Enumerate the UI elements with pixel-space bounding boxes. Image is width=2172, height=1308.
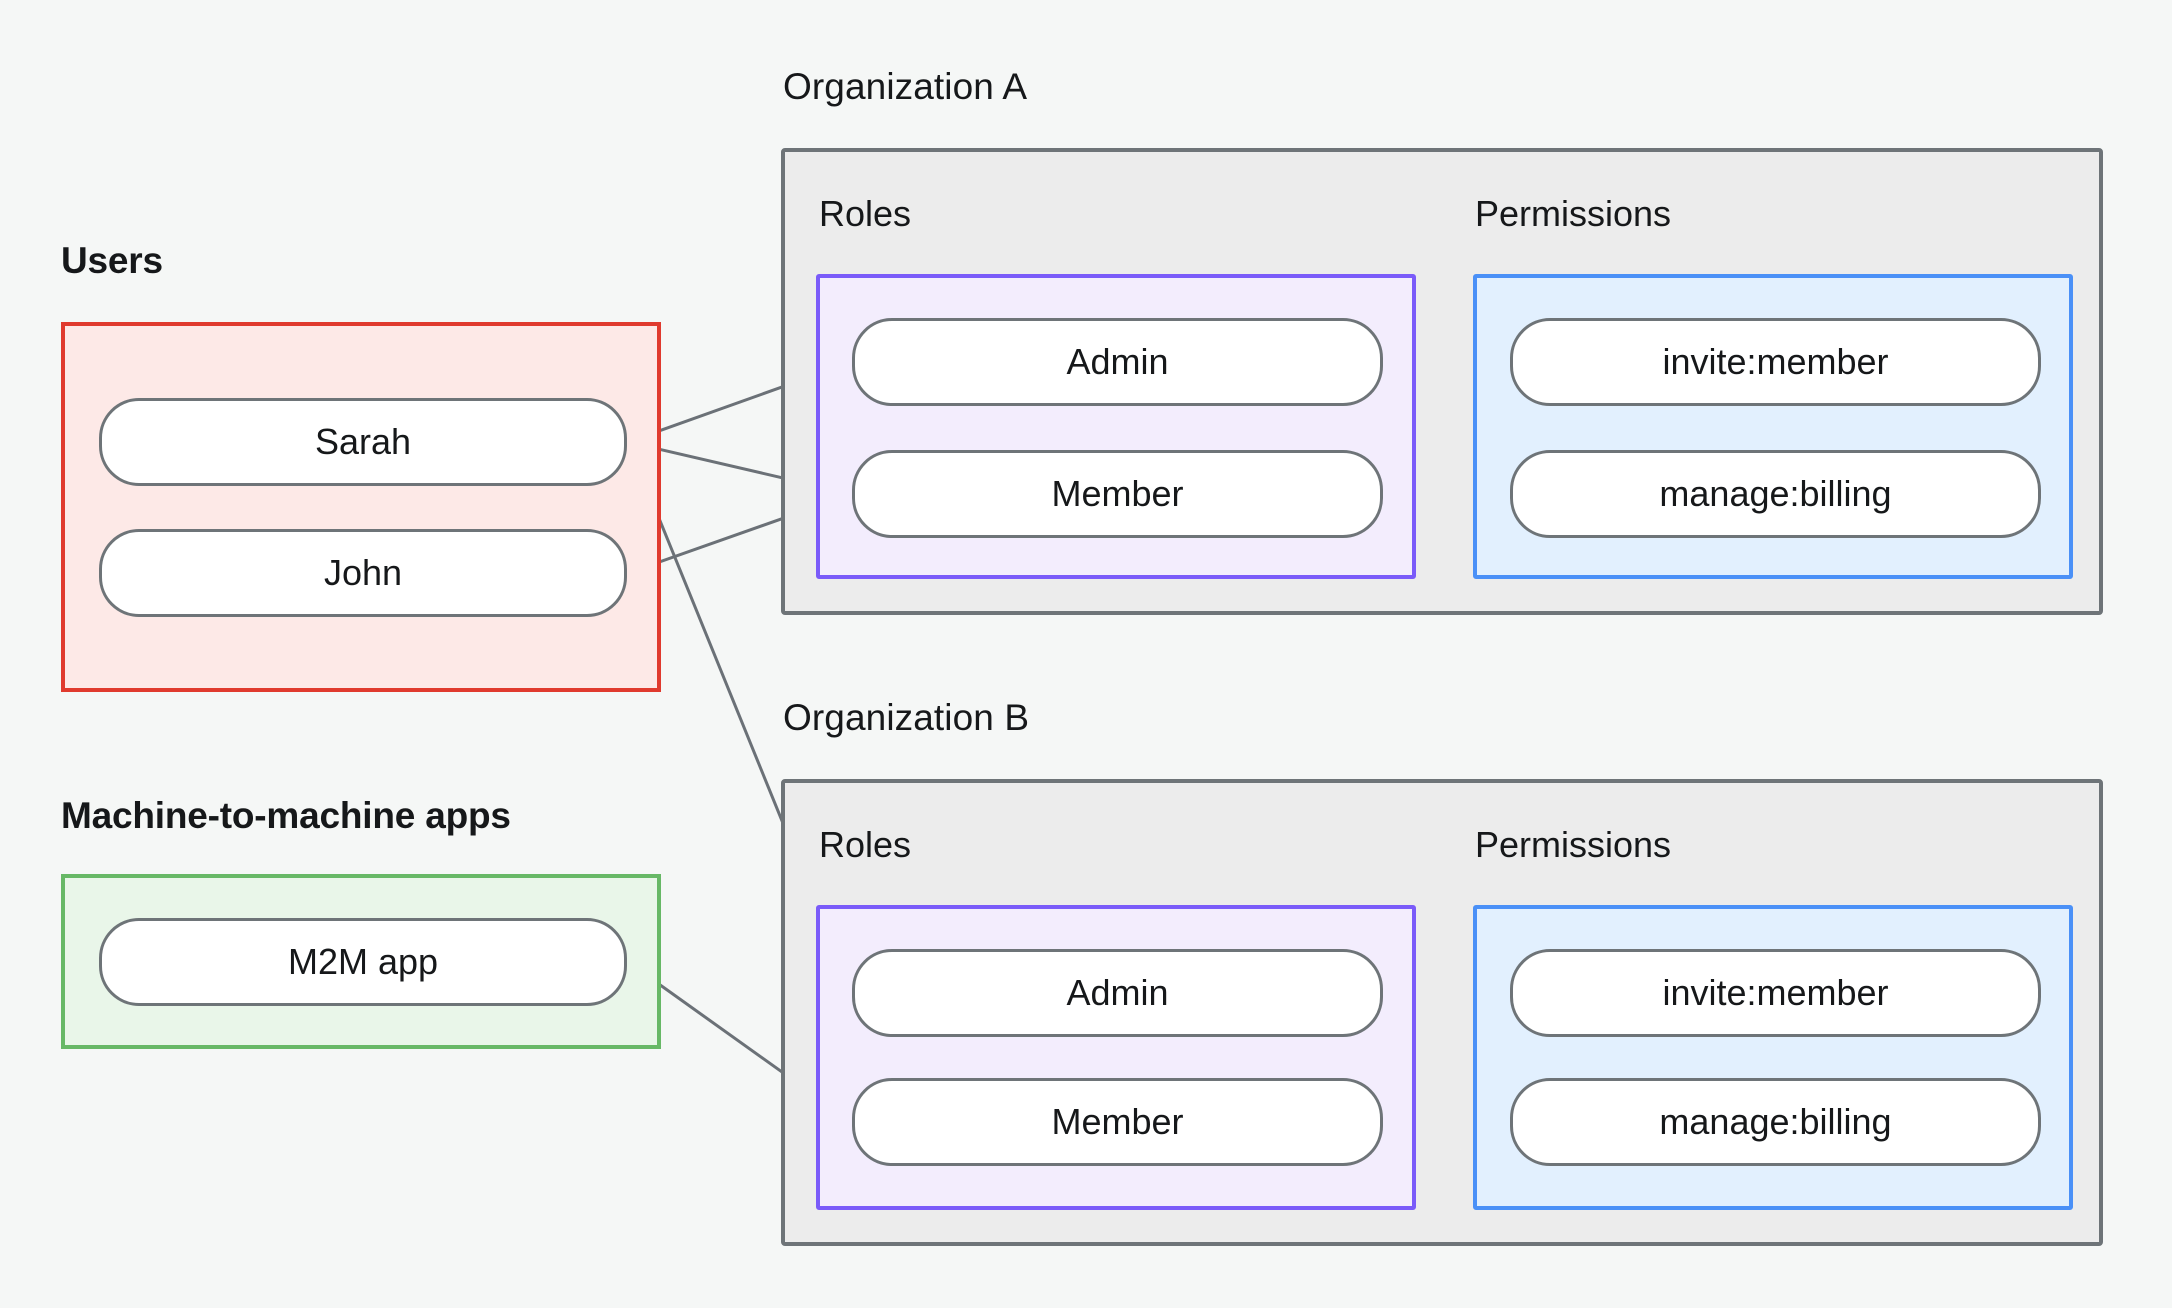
org-a-permissions-label: Permissions [1475,193,1672,234]
org-b-roles-label: Roles [819,824,912,865]
users-group-label: Users [61,240,163,281]
org-a-roles-label: Roles [819,193,912,234]
org-a-label: Organization A [783,66,1028,107]
node-org-b-permission-invite-member[interactable]: invite:member [1510,949,2041,1037]
node-org-a-permission-manage-billing[interactable]: manage:billing [1510,450,2041,538]
org-b-label: Organization B [783,697,1030,738]
node-org-a-permission-invite-member[interactable]: invite:member [1510,318,2041,406]
node-m2m-app[interactable]: M2M app [99,918,627,1006]
node-org-b-role-member[interactable]: Member [852,1078,1383,1166]
node-org-a-role-member[interactable]: Member [852,450,1383,538]
org-b-permissions-label: Permissions [1475,824,1672,865]
node-sarah[interactable]: Sarah [99,398,627,486]
node-john[interactable]: John [99,529,627,617]
m2m-group-label: Machine-to-machine apps [61,795,511,836]
users-group-box [61,322,661,692]
node-org-b-role-admin[interactable]: Admin [852,949,1383,1037]
node-org-b-permission-manage-billing[interactable]: manage:billing [1510,1078,2041,1166]
node-org-a-role-admin[interactable]: Admin [852,318,1383,406]
